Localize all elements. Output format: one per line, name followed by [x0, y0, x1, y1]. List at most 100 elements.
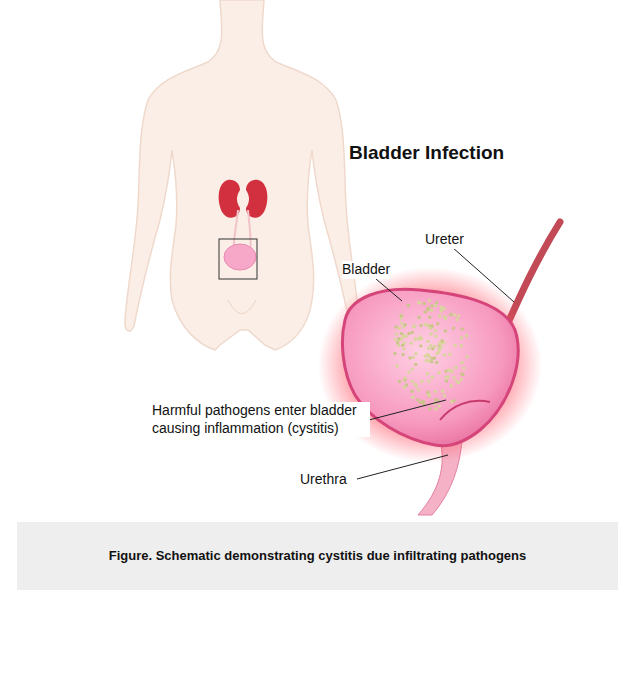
- pathogen-dot: [402, 334, 405, 337]
- pathogen-dot: [457, 314, 460, 317]
- pathogen-dot: [435, 361, 438, 364]
- pathogen-dot: [411, 380, 414, 383]
- pathogen-dot: [427, 308, 430, 311]
- pathogen-dot: [414, 337, 417, 340]
- pathogen-dot: [416, 398, 419, 401]
- pathogen-dot: [445, 379, 448, 382]
- pathogen-dot: [430, 304, 433, 307]
- trigone: [440, 401, 490, 420]
- pathogen-dot: [411, 331, 414, 334]
- pathogen-dot: [426, 372, 429, 375]
- pathogen-dot: [434, 304, 437, 307]
- pathogen-dot: [398, 380, 401, 383]
- pathogen-dot: [428, 394, 431, 397]
- leader-line: [376, 279, 402, 301]
- pathogen-dot: [403, 376, 406, 379]
- pathogen-dot: [400, 321, 403, 324]
- pathogen-dot: [413, 338, 416, 341]
- pathogen-dot: [437, 350, 440, 353]
- pathogen-dot: [428, 316, 431, 319]
- pathogen-dot: [409, 342, 412, 345]
- pathogen-dot: [460, 361, 463, 364]
- pathogen-dot: [393, 352, 396, 355]
- pathogen-dot: [452, 326, 455, 329]
- pathogen-dot: [412, 325, 415, 328]
- part-label: Bladder: [342, 261, 390, 279]
- pathogen-dot: [400, 314, 403, 317]
- pathogen-dot: [457, 381, 460, 384]
- pathogen-dot: [414, 363, 417, 366]
- pathogen-dot: [437, 371, 440, 374]
- pathogen-dot: [411, 390, 414, 393]
- pathogen-dot: [460, 372, 463, 375]
- pathogen-dot: [427, 393, 430, 396]
- pathogen-dot: [428, 394, 431, 397]
- pathogen-dot: [407, 332, 410, 335]
- pathogen-dot: [453, 313, 456, 316]
- pathogen-dot: [430, 332, 433, 335]
- callout-text: Harmful pathogens enter bladder causing …: [152, 402, 370, 437]
- pathogen-dot: [447, 369, 450, 372]
- pathogen-dot: [428, 359, 431, 362]
- pathogen-dot: [441, 390, 444, 393]
- small-bladder: [224, 244, 256, 270]
- pathogen-dot: [461, 327, 464, 330]
- pathogen-dot: [431, 347, 434, 350]
- pathogen-dot: [424, 310, 427, 313]
- body-silhouette: [125, 0, 359, 350]
- pathogen-dot: [435, 301, 438, 304]
- pathogen-dot: [401, 344, 404, 347]
- pathogen-dot: [443, 353, 446, 356]
- pathogen-dot: [444, 376, 447, 379]
- pathogen-dot: [434, 407, 437, 410]
- pathogen-dot: [408, 356, 411, 359]
- pathogen-dot: [465, 355, 468, 358]
- pathogen-dot: [419, 401, 422, 404]
- pathogen-dot: [453, 344, 456, 347]
- pathogen-dot: [418, 301, 421, 304]
- pathogen-dot: [423, 354, 426, 357]
- pathogen-dot: [430, 309, 433, 312]
- pathogen-dot: [459, 378, 462, 381]
- pathogen-dot: [426, 340, 429, 343]
- pathogen-dot: [450, 384, 453, 387]
- pathogen-dot: [429, 344, 432, 347]
- pathogen-dot: [401, 353, 404, 356]
- pathogen-dot: [453, 376, 456, 379]
- pathogen-dot: [398, 327, 401, 330]
- pathogen-dot: [411, 367, 414, 370]
- pathogen-dot: [407, 371, 410, 374]
- pathogen-dot: [439, 305, 442, 308]
- pathogen-dot: [399, 314, 402, 317]
- pathogen-dot: [412, 356, 415, 359]
- pathogen-dot: [440, 309, 443, 312]
- pathogen-dot: [404, 323, 407, 326]
- pathogen-dot: [441, 339, 444, 342]
- pathogen-dot: [438, 314, 441, 317]
- pathogen-dot: [422, 400, 425, 403]
- pathogen-dot: [414, 352, 417, 355]
- pathogen-dot: [444, 329, 447, 332]
- pathogen-dot: [431, 376, 434, 379]
- pathogen-dot: [460, 344, 463, 347]
- pathogen-dot: [395, 332, 398, 335]
- pathogen-dot: [394, 325, 397, 328]
- pathogen-dot: [465, 334, 468, 337]
- pathogen-dot: [454, 366, 457, 369]
- pathogen-dot: [439, 346, 442, 349]
- pathogen-dot: [420, 380, 423, 383]
- pathogen-dots: [393, 299, 468, 411]
- pathogen-dot: [403, 386, 406, 389]
- pathogen-dot: [425, 323, 428, 326]
- pathogen-dot: [402, 347, 405, 350]
- pathogen-dot: [450, 400, 453, 403]
- pathogen-dot: [428, 407, 431, 410]
- pathogen-dot: [434, 335, 437, 338]
- pathogen-dot: [428, 355, 431, 358]
- pathogen-dot: [428, 299, 431, 302]
- pathogen-dot: [407, 304, 410, 307]
- pathogen-dot: [428, 326, 431, 329]
- pathogen-dot: [426, 308, 429, 311]
- pathogen-dot: [462, 366, 465, 369]
- pathogen-dot: [396, 364, 399, 367]
